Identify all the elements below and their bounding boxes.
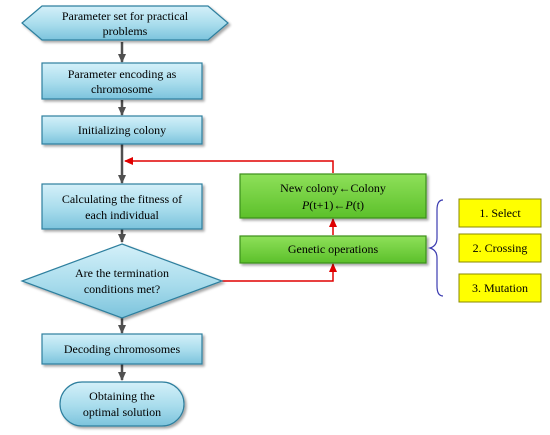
operation-label-mutation: 3. Mutation <box>472 281 528 295</box>
decoding-node <box>41 333 203 365</box>
operation-box-crossing <box>458 233 542 263</box>
genetic-operations-label: Genetic operations <box>288 242 379 256</box>
new-colony-line2: P(t+1)←P(t) <box>301 198 364 212</box>
left-arrow-icon: ← <box>338 181 350 195</box>
init-node <box>41 115 203 145</box>
fitness-node-line1: Calculating the fitness of <box>62 192 182 206</box>
new-colony-label-a: New colony <box>280 181 338 195</box>
fitness-node-line2: each individual <box>85 208 159 222</box>
end-node-line1: Obtaining the <box>89 389 155 403</box>
decision-node-line1: Are the termination <box>75 266 169 280</box>
new-colony-line1: New colony←Colony <box>280 181 386 195</box>
p-argument-1: (t+1) <box>309 198 333 212</box>
encoding-node <box>41 62 203 100</box>
genetic-operations-node <box>239 235 427 264</box>
p-symbol-1: P <box>301 198 310 212</box>
start-node-line1: Parameter set for practical <box>62 9 189 23</box>
end-node <box>59 381 185 427</box>
decoding-node-label: Decoding chromosomes <box>64 342 181 356</box>
brace-icon <box>427 199 444 297</box>
decision-node-line2: conditions met? <box>84 282 160 296</box>
operation-box-mutation <box>458 273 542 303</box>
fitness-node <box>41 183 203 230</box>
new-colony-node <box>239 173 427 219</box>
arrow-decision-to-genetic <box>222 263 337 282</box>
operation-label-select: 1. Select <box>479 206 521 220</box>
operations-list: 1. Select 2. Crossing 3. Mutation <box>458 198 542 303</box>
init-node-label: Initializing colony <box>78 123 166 137</box>
p-symbol-2: P <box>344 198 353 212</box>
start-node <box>21 5 229 41</box>
decision-node <box>20 243 224 319</box>
colony-label-b: Colony <box>350 181 385 195</box>
p-argument-2: (t) <box>353 198 364 212</box>
end-node-line2: optimal solution <box>83 405 161 419</box>
operation-label-crossing: 2. Crossing <box>473 241 528 255</box>
start-node-line2: problems <box>103 24 148 38</box>
left-arrow-icon-2: ← <box>333 198 345 212</box>
encoding-node-line2: chromosome <box>91 82 153 96</box>
encoding-node-line1: Parameter encoding as <box>68 67 177 81</box>
arrow-new-colony-to-fitness <box>124 157 334 173</box>
loop-arrows <box>124 157 337 282</box>
operation-box-select <box>458 198 542 228</box>
